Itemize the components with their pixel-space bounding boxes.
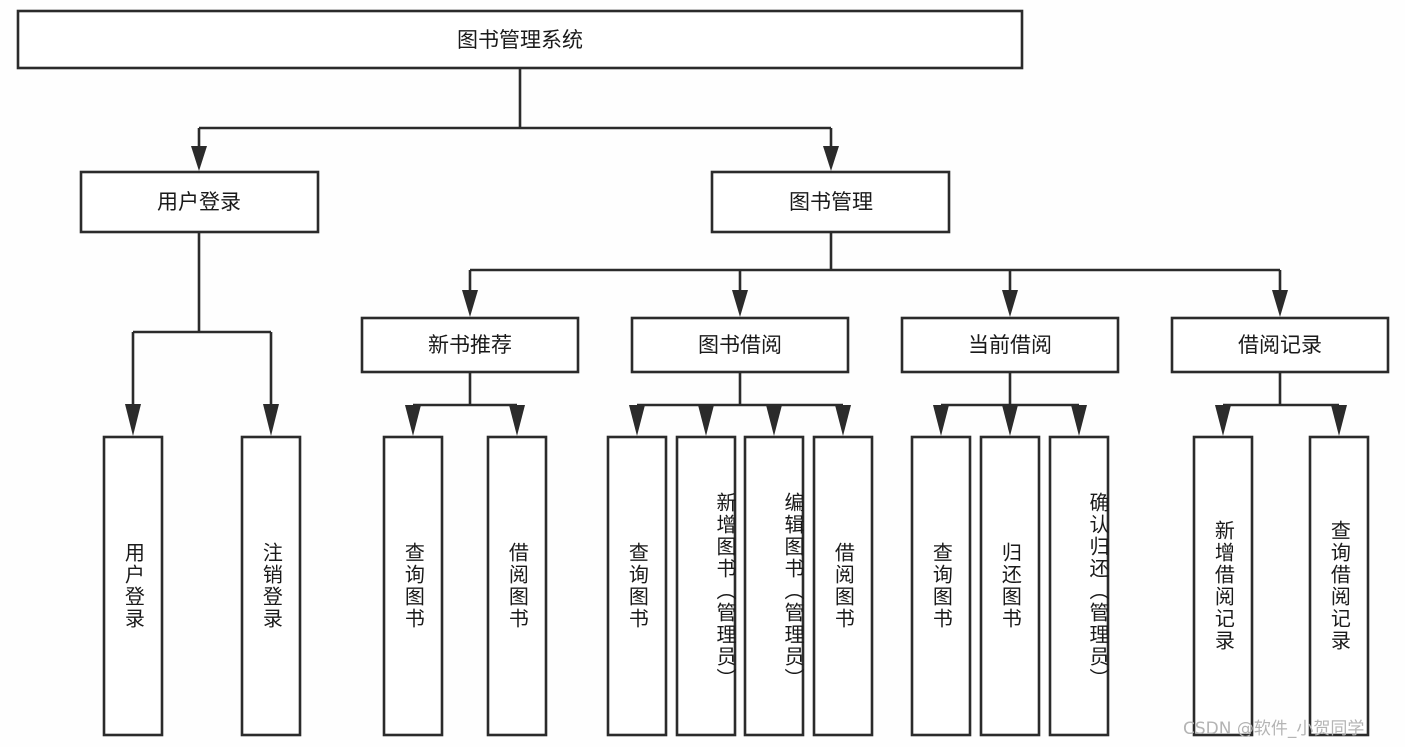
arrow-head-leaf-edit-book bbox=[766, 405, 782, 436]
leaf-box-query-book-3[interactable] bbox=[910, 435, 972, 737]
arrow-head-book-manage bbox=[823, 146, 839, 171]
leaf-box-return-book[interactable] bbox=[979, 435, 1041, 737]
node-borrow-record[interactable]: 借阅记录 bbox=[1170, 316, 1390, 374]
node-new-book-recommend[interactable]: 新书推荐 bbox=[360, 316, 580, 374]
leaf-box-query-record[interactable] bbox=[1308, 435, 1370, 737]
node-book-manage-box[interactable] bbox=[710, 170, 951, 234]
arrow-head-borrow-record bbox=[1272, 290, 1288, 317]
node-root[interactable]: 图书管理系统 bbox=[16, 9, 1024, 70]
connector-new-book-recommend-to-leaves bbox=[405, 372, 525, 436]
node-borrow-record-box[interactable] bbox=[1170, 316, 1390, 374]
connector-book-borrow-to-leaves bbox=[629, 372, 851, 436]
node-user-login-label: 用户登录 bbox=[157, 190, 241, 214]
arrow-head-leaf-return-book bbox=[1002, 405, 1018, 436]
node-book-borrow-box[interactable] bbox=[630, 316, 850, 374]
node-new-book-recommend-label: 新书推荐 bbox=[428, 333, 512, 357]
connector-book-manage-to-level3 bbox=[462, 232, 1288, 317]
node-root-label: 图书管理系统 bbox=[457, 28, 583, 52]
leaf-box-borrow-book-2[interactable] bbox=[812, 435, 874, 737]
node-current-borrow[interactable]: 当前借阅 bbox=[900, 316, 1120, 374]
arrow-head-leaf-add-book bbox=[698, 405, 714, 436]
arrow-head-leaf-borrow-book-2 bbox=[835, 405, 851, 436]
arrow-head-new-book-recommend bbox=[462, 290, 478, 317]
arrow-head-leaf-add-record bbox=[1215, 405, 1231, 436]
leaf-box-edit-book[interactable] bbox=[743, 435, 805, 737]
leaf-box-confirm-return[interactable] bbox=[1048, 435, 1110, 737]
leaf-box-add-book[interactable] bbox=[675, 435, 737, 737]
node-borrow-record-label: 借阅记录 bbox=[1238, 333, 1322, 357]
node-book-borrow[interactable]: 图书借阅 bbox=[630, 316, 850, 374]
node-user-login[interactable]: 用户登录 bbox=[79, 170, 320, 234]
arrow-head-leaf-logout-login bbox=[263, 404, 279, 436]
connector-root-to-level2 bbox=[191, 68, 839, 171]
arrow-head-leaf-borrow-book-1 bbox=[509, 405, 525, 436]
arrow-head-leaf-query-record bbox=[1331, 405, 1347, 436]
arrow-head-user-login bbox=[191, 146, 207, 171]
arrow-head-leaf-confirm-return bbox=[1071, 405, 1087, 436]
leaf-box-query-book-2[interactable] bbox=[606, 435, 668, 737]
arrow-head-book-borrow bbox=[732, 290, 748, 317]
node-root-box[interactable] bbox=[16, 9, 1024, 70]
node-book-manage[interactable]: 图书管理 bbox=[710, 170, 951, 234]
arrow-head-leaf-query-book-2 bbox=[629, 405, 645, 436]
leaf-box-query-book-1[interactable] bbox=[382, 435, 444, 737]
arrow-head-current-borrow bbox=[1002, 290, 1018, 317]
node-book-manage-label: 图书管理 bbox=[789, 190, 873, 214]
leaf-box-add-record[interactable] bbox=[1192, 435, 1254, 737]
leaf-box-logout-login[interactable] bbox=[240, 435, 302, 737]
leaf-box-borrow-book-1[interactable] bbox=[486, 435, 548, 737]
connector-current-borrow-to-leaves bbox=[933, 372, 1087, 436]
arrow-head-leaf-user-login bbox=[125, 404, 141, 436]
node-current-borrow-box[interactable] bbox=[900, 316, 1120, 374]
arrow-head-leaf-query-book-3 bbox=[933, 405, 949, 436]
leaf-box-user-login[interactable] bbox=[102, 435, 164, 737]
arrow-head-leaf-query-book-1 bbox=[405, 405, 421, 436]
connector-borrow-record-to-leaves bbox=[1215, 372, 1347, 436]
node-book-borrow-label: 图书借阅 bbox=[698, 333, 782, 357]
node-new-book-recommend-box[interactable] bbox=[360, 316, 580, 374]
connector-user-login-to-leaves bbox=[125, 232, 279, 436]
node-current-borrow-label: 当前借阅 bbox=[968, 333, 1052, 357]
